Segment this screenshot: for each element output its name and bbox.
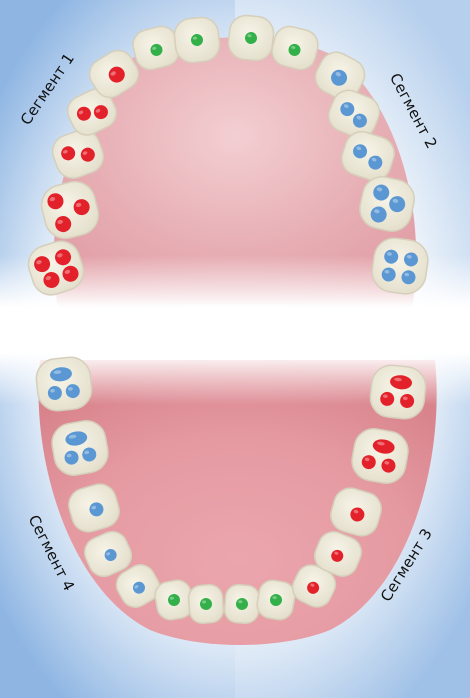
lower-tooth-7 — [188, 584, 225, 624]
tooth-crown — [34, 355, 93, 412]
upper-tooth-14 — [370, 236, 431, 297]
tooth-crown — [368, 363, 427, 420]
lower-tooth-14 — [368, 363, 427, 420]
upper-tooth-8 — [227, 14, 275, 62]
lower-tooth-1 — [34, 355, 93, 412]
lower-tooth-8 — [224, 584, 261, 624]
tooth-crown — [370, 236, 431, 297]
upper-tooth-7 — [173, 16, 221, 64]
